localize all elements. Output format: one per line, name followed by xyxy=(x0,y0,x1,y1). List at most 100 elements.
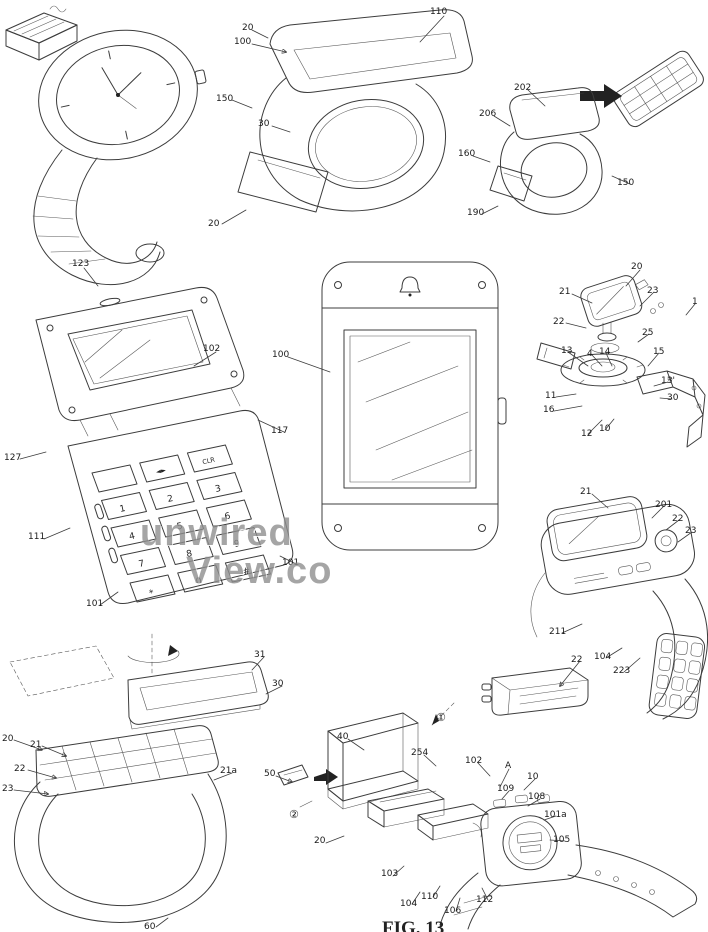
ring-module xyxy=(489,87,603,215)
ref-14: 14 xyxy=(599,347,611,357)
svg-text:◄►: ◄► xyxy=(155,466,166,476)
ref-10: 10 xyxy=(527,772,539,782)
ref-112: 112 xyxy=(476,895,494,905)
ref-22: 22 xyxy=(14,764,26,774)
key-3: 3 xyxy=(196,472,243,500)
ref-11: 11 xyxy=(545,391,557,401)
band-right xyxy=(636,370,706,448)
keypad-insert xyxy=(613,50,704,128)
svg-text:1: 1 xyxy=(119,504,127,515)
ref-101a: 101a xyxy=(544,810,567,820)
side-button xyxy=(497,397,507,425)
ref-127: 127 xyxy=(4,453,22,463)
key-hash: # xyxy=(224,554,271,583)
key-9: 9 xyxy=(215,527,262,555)
ref-103: 103 xyxy=(381,869,399,879)
ref-20: 20 xyxy=(208,219,220,229)
ref-100: 100 xyxy=(234,37,252,47)
jog-dial xyxy=(654,529,678,553)
svg-text:*: * xyxy=(148,588,155,599)
key-2: 2 xyxy=(148,482,195,510)
svg-text:0: 0 xyxy=(195,576,203,587)
insert-arrow-icon xyxy=(314,769,338,785)
figure-battery-pack xyxy=(481,667,589,716)
key-8: 8 xyxy=(167,537,214,565)
ref-22: 22 xyxy=(672,514,684,524)
key-blank xyxy=(91,464,138,493)
ref-20: 20 xyxy=(242,23,254,33)
figure-analog-watch-phone xyxy=(5,5,207,285)
key-0: 0 xyxy=(177,564,224,593)
watch-strap xyxy=(32,149,165,285)
screen xyxy=(343,329,477,489)
ref-23: 23 xyxy=(685,526,697,536)
ref-21: 21 xyxy=(580,487,592,497)
ref-123: 123 xyxy=(72,259,90,269)
ref-20: 20 xyxy=(314,836,326,846)
figure-exploded-dial-module xyxy=(536,275,706,448)
watermark-line2: View.co xyxy=(186,550,333,592)
detached-device xyxy=(580,275,649,327)
ref-21a: 21a xyxy=(220,766,237,776)
ref-105: 105 xyxy=(553,835,571,845)
ref-30: 30 xyxy=(272,679,284,689)
ref-20: 20 xyxy=(631,262,643,272)
ref-111: 111 xyxy=(28,532,46,542)
svg-text:#: # xyxy=(242,566,251,577)
ref-4: 4 xyxy=(587,349,593,359)
lower-flap xyxy=(237,151,329,213)
key-6: 6 xyxy=(205,499,252,528)
ref-190: 190 xyxy=(467,208,485,218)
ref-254: 254 xyxy=(411,748,429,758)
figure-rect-watch xyxy=(321,261,507,551)
key-7: 7 xyxy=(120,547,166,575)
ref-110: 110 xyxy=(430,7,448,17)
figure-module-keypad-insert xyxy=(489,50,704,215)
battery-terminal xyxy=(481,695,492,703)
key-5: 5 xyxy=(158,509,205,538)
screen xyxy=(67,309,211,391)
ref-1: 1 xyxy=(692,297,698,307)
svg-text:7: 7 xyxy=(138,559,146,570)
ref-A: A xyxy=(505,761,512,771)
clip-part xyxy=(277,764,309,786)
ref-23: 23 xyxy=(2,784,14,794)
ref-106: 106 xyxy=(444,906,462,916)
ref-101: 101 xyxy=(86,599,104,609)
ref-109: 109 xyxy=(497,784,515,794)
svg-text:CLR: CLR xyxy=(202,456,217,467)
svg-text:5: 5 xyxy=(176,521,184,532)
ref-40: 40 xyxy=(337,732,349,742)
ring-band xyxy=(259,77,447,212)
ref-13: 13 xyxy=(561,346,573,356)
band-left xyxy=(536,342,576,370)
ref-10: 10 xyxy=(599,424,611,434)
svg-text:8: 8 xyxy=(186,549,194,560)
watch-face xyxy=(38,29,207,161)
insert-arrow-icon xyxy=(580,84,622,108)
key-clr: CLR xyxy=(186,444,233,473)
ref-104: 104 xyxy=(400,899,418,909)
svg-text:4: 4 xyxy=(128,531,136,542)
ref-160: 160 xyxy=(458,149,476,159)
ref-150: 150 xyxy=(216,94,234,104)
side-button xyxy=(108,547,119,564)
battery-terminal xyxy=(481,683,492,691)
svg-text:9: 9 xyxy=(233,539,241,550)
clamshell-module xyxy=(5,5,78,61)
ref-211: 211 xyxy=(549,627,567,637)
ref-21: 21 xyxy=(30,740,42,750)
ref-circle-1: ① xyxy=(436,711,446,724)
ref-30: 30 xyxy=(667,393,679,403)
ref-16: 16 xyxy=(543,405,555,415)
lid xyxy=(35,287,245,421)
dashed-arrow xyxy=(431,702,455,726)
ghost-panel xyxy=(9,645,115,697)
band-keypad xyxy=(648,633,706,719)
keypad: ◄► CLR 1 2 3 4 5 6 7 8 9 * 0 # xyxy=(91,444,271,603)
watermark-line1: unwired xyxy=(140,512,293,554)
solar-keypad-plate xyxy=(35,725,219,797)
ref-13p: 13' xyxy=(661,376,675,386)
ref-12: 12 xyxy=(581,429,593,439)
